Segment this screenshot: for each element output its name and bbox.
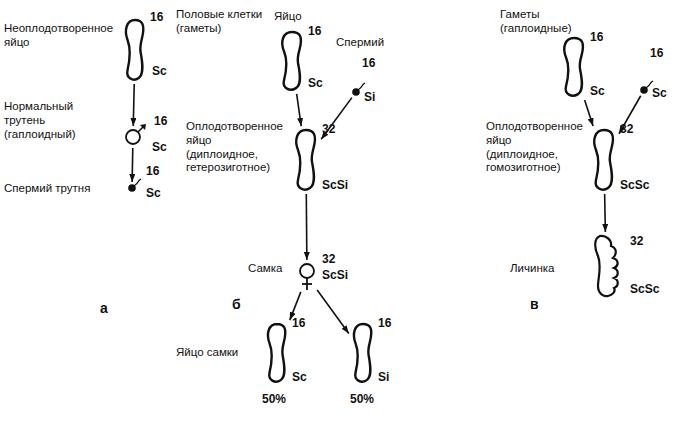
caption-label: Спермий трутня [4, 182, 116, 196]
genotype-label: Sc [152, 140, 167, 154]
genotype-label: ScSi [322, 178, 348, 192]
egg-cell-outline [264, 322, 290, 384]
caption-label: Самка [248, 262, 282, 276]
caption-label: Оплодотворенное яйцо (диплоидное, гомози… [486, 120, 586, 175]
genotype-label: Sc [146, 186, 161, 200]
genotype-label: ScSi [322, 268, 348, 282]
genotype-label: 16 [292, 316, 305, 330]
genotype-label: 32 [620, 122, 633, 136]
caption-label: Половые клетки (гаметы) [176, 8, 271, 36]
arrow-connector [132, 84, 135, 126]
drone-symbol-outline [124, 128, 142, 146]
sperm-cell-outline [640, 86, 648, 94]
genotype-label: 50% [262, 392, 286, 406]
genotype-label: 32 [322, 252, 335, 266]
genotype-label: ScSc [630, 282, 659, 296]
caption-label: Личинка [510, 262, 554, 276]
genotype-label: Sc [652, 86, 667, 100]
egg-cell: Яйцо16Sc [278, 30, 306, 92]
genotype-label: 16 [154, 114, 167, 128]
genotype-label: Si [378, 370, 389, 384]
female-symbol-outline [298, 262, 316, 290]
egg-cell: Оплодотворенное яйцо (диплоидное, гетеро… [292, 128, 320, 192]
arrow-connector [290, 292, 301, 320]
genotype-label: 32 [630, 234, 643, 248]
caption-label: Нормальный трутень (гаплоидный) [4, 100, 116, 141]
genotype-label: Sc [152, 64, 167, 78]
genotype-label: 50% [350, 392, 374, 406]
arrow-connector [317, 290, 349, 334]
larva-figure-outline [590, 234, 622, 298]
egg-cell-outline [560, 36, 588, 98]
egg-cell-outline [590, 128, 618, 192]
sperm-cell-outline [352, 88, 360, 96]
genotype-label: 16 [378, 316, 391, 330]
panel-letter: в [530, 296, 539, 313]
arrow-connector [297, 94, 302, 126]
sperm-cell: Спермий трутня16Sc [128, 184, 136, 192]
egg-cell-outline [278, 30, 306, 92]
panel-letter: б [232, 296, 241, 313]
sperm-cell: 16Sc [640, 86, 648, 94]
genotype-label: Si [364, 90, 375, 104]
drone-symbol: Нормальный трутень (гаплоидный)16Sc [124, 128, 142, 146]
egg-cell-outline [292, 128, 320, 192]
genotype-label: Sc [590, 84, 605, 98]
egg-cell: Оплодотворенное яйцо (диплоидное, гомози… [590, 128, 618, 192]
genotype-label: ScSc [620, 178, 649, 192]
egg-cell-outline [350, 322, 376, 384]
genotype-label: 16 [308, 24, 321, 38]
arrow-connector [585, 100, 593, 126]
genotype-label: 16 [362, 56, 375, 70]
sperm-cell: Спермий16Si [352, 88, 360, 96]
genotype-label: 16 [146, 164, 159, 178]
genotype-label: 16 [150, 10, 163, 24]
genotype-label: 16 [590, 30, 603, 44]
caption-label: Неоплодотворенное яйцо [4, 22, 116, 50]
egg-cell: 16Sc [560, 36, 588, 98]
genotype-label: Sc [292, 370, 307, 384]
caption-label: Гаметы (гаплоидные) [500, 8, 590, 36]
female-symbol: Самка32ScSi [298, 262, 316, 290]
egg-cell-outline [122, 18, 148, 82]
genotype-label: 16 [650, 46, 663, 60]
egg-cell: Неоплодотворенное яйцо16Sc [122, 18, 148, 82]
panel-letter: а [100, 300, 108, 317]
caption-label: Спермий [336, 36, 384, 50]
arrow-connector [305, 194, 307, 260]
caption-label: Яйцо [274, 10, 302, 24]
sperm-cell-outline [128, 184, 136, 192]
arrow-connector [131, 148, 133, 182]
larva-figure: Личинка32ScSc [590, 234, 622, 298]
egg-cell: 16Sc50% [264, 322, 290, 384]
arrow-connector [604, 194, 606, 232]
caption-label: Оплодотворенное яйцо (диплоидное, гетеро… [186, 120, 286, 175]
arrow-connector [321, 98, 352, 140]
caption-label: Яйцо самки [176, 346, 238, 360]
egg-cell: 16Si50% [350, 322, 376, 384]
genotype-label: Sc [308, 76, 323, 90]
genotype-label: 32 [322, 122, 335, 136]
